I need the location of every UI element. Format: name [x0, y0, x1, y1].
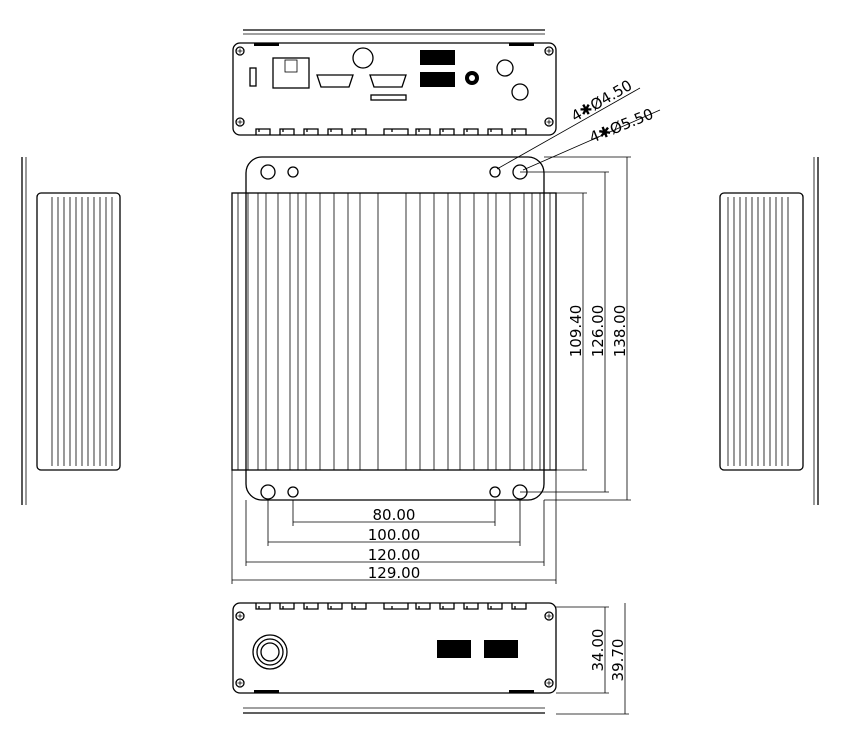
screw-icon — [235, 117, 245, 127]
mounting-hole — [489, 486, 501, 498]
rear-io-view — [232, 29, 557, 136]
dim-39: 39.70 — [609, 639, 627, 682]
screw-icon — [544, 678, 554, 688]
power-jack — [252, 634, 288, 670]
hdmi-port-2 — [369, 74, 407, 88]
screw-icon — [235, 46, 245, 56]
rj45-port — [272, 57, 310, 89]
top-view — [231, 156, 557, 501]
sd-card-slot — [370, 94, 407, 101]
dim-34: 34.00 — [589, 629, 607, 672]
usb-a-port — [437, 640, 471, 658]
usb-a-port — [420, 72, 455, 87]
mounting-hole — [260, 484, 276, 500]
screw-icon — [235, 611, 245, 621]
dim-80: 80.00 — [373, 506, 416, 524]
dimensions: 80.00 100.00 120.00 129.00 109.40 126.00… — [231, 76, 661, 715]
mounting-hole — [287, 486, 299, 498]
front-panel — [232, 602, 557, 694]
dim-126: 126.00 — [589, 305, 607, 358]
front-view — [232, 602, 557, 714]
usb-a-port — [420, 50, 455, 65]
left-side-view — [21, 157, 121, 505]
screw-icon — [544, 611, 554, 621]
rear-panel — [232, 42, 557, 136]
dim-109: 109.40 — [567, 305, 585, 358]
mounting-hole — [287, 166, 299, 178]
dim-129: 129.00 — [368, 564, 421, 582]
mount-plate — [245, 156, 545, 501]
screw-icon — [235, 678, 245, 688]
dim-120: 120.00 — [368, 546, 421, 564]
screw-icon — [544, 46, 554, 56]
hdmi-port-1 — [316, 74, 354, 88]
usb-a-port — [484, 640, 518, 658]
antenna-hole — [352, 47, 374, 69]
screw-icon — [544, 117, 554, 127]
heatsink-body — [231, 192, 557, 471]
usb-c-port — [249, 67, 257, 87]
mounting-hole — [260, 164, 276, 180]
dim-100: 100.00 — [368, 526, 421, 544]
mounting-hole — [489, 166, 501, 178]
dim-138: 138.00 — [611, 305, 629, 358]
right-side-view — [719, 157, 819, 505]
